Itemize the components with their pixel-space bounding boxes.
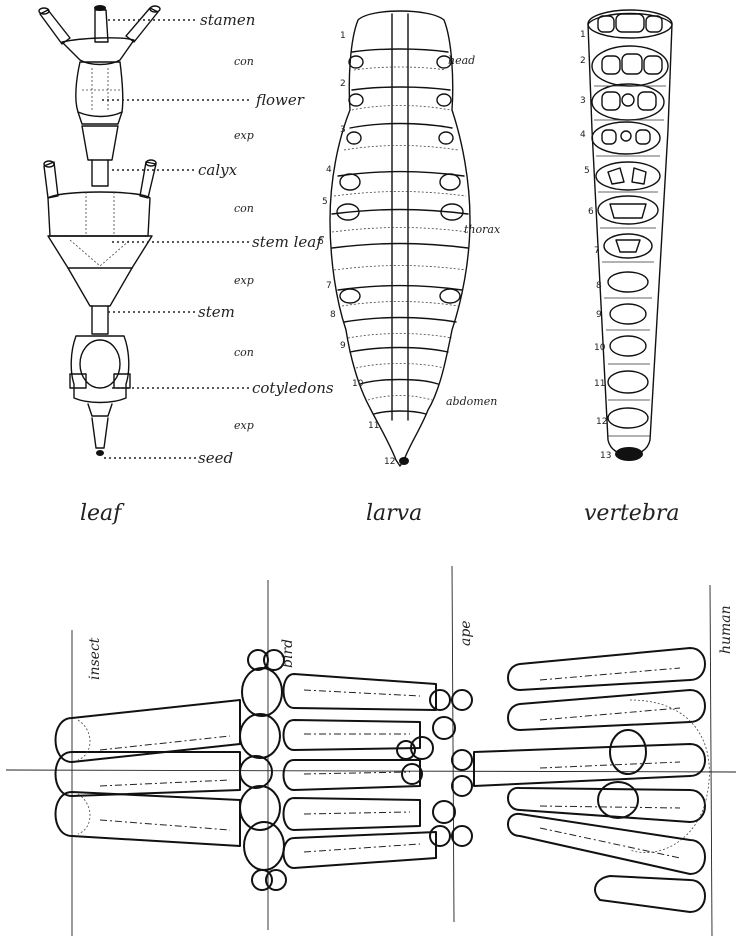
segment-number: 5 <box>584 166 590 176</box>
label-abdomen: abdomen <box>446 395 497 408</box>
larva-figure: head thorax abdomen 1 2 3 4 5 6 7 8 9 10… <box>318 11 501 526</box>
label-thorax: thorax <box>464 223 501 236</box>
vertebra-figure: 1 2 3 4 5 6 7 8 9 10 11 12 13 vertebra <box>580 10 680 526</box>
segment-number: 1 <box>340 31 346 41</box>
label-calyx: calyx <box>198 161 238 179</box>
caption-larva: larva <box>366 501 422 526</box>
label-head: head <box>448 54 475 67</box>
segment-number: 7 <box>594 246 600 256</box>
segment-number: 7 <box>326 281 332 291</box>
segment-number: 12 <box>384 457 395 467</box>
segment-number: 8 <box>330 310 336 320</box>
caption-leaf: leaf <box>80 501 125 526</box>
label-cotyledons: cotyledons <box>252 379 334 397</box>
segment-number: 5 <box>322 197 328 207</box>
segment-number: 2 <box>340 79 346 89</box>
segment-number: 4 <box>580 130 586 140</box>
phase-label: con <box>234 55 254 68</box>
label-stem-leaf: stem leaf <box>252 233 324 251</box>
phase-label: con <box>234 346 254 359</box>
label-seed: seed <box>198 449 233 467</box>
segment-number: 8 <box>596 281 602 291</box>
segment-number: 1 <box>580 30 586 40</box>
segment-number: 9 <box>340 341 346 351</box>
segment-number: 10 <box>594 343 606 353</box>
label-insect: insect <box>87 637 103 680</box>
segment-number: 3 <box>340 125 346 135</box>
phase-label: exp <box>234 274 254 287</box>
segment-number: 6 <box>318 237 324 247</box>
limb-comparison-figure: insect bird ape human <box>6 566 736 936</box>
caption-vertebra: vertebra <box>584 501 680 526</box>
segment-number: 2 <box>580 56 586 66</box>
segment-number: 4 <box>326 165 332 175</box>
label-stem: stem <box>198 303 235 321</box>
phase-label: con <box>234 202 254 215</box>
segment-number: 6 <box>588 207 594 217</box>
segment-number: 11 <box>594 379 605 389</box>
label-human: human <box>718 605 734 654</box>
segment-number: 13 <box>600 451 611 461</box>
phase-label: exp <box>234 129 254 142</box>
segment-number: 10 <box>352 379 364 389</box>
segment-number: 12 <box>596 417 607 427</box>
label-bird: bird <box>280 639 296 668</box>
label-stamen: stamen <box>200 11 255 29</box>
phase-label: exp <box>234 419 254 432</box>
leaf-figure: stamen flower calyx stem leaf stem cotyl… <box>39 5 334 526</box>
segment-number: 11 <box>368 421 379 431</box>
label-ape: ape <box>458 620 474 646</box>
segment-number: 9 <box>596 310 602 320</box>
segment-number: 3 <box>580 96 586 106</box>
label-flower: flower <box>255 91 305 109</box>
